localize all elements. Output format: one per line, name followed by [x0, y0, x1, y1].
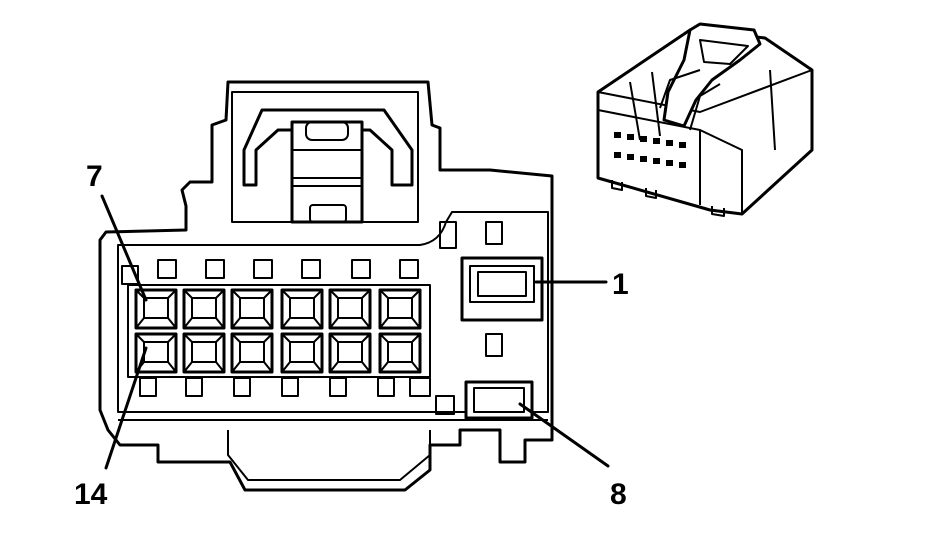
small-pin — [301, 259, 321, 279]
pin-cavity — [328, 332, 372, 374]
iso-pin-hole — [679, 142, 686, 148]
pin-cavity — [280, 332, 324, 374]
terminal-pin-1 — [460, 256, 544, 322]
iso-pin-hole — [614, 152, 621, 158]
iso-pin-hole — [640, 136, 647, 142]
latch-tab-top — [305, 121, 349, 141]
pin-cavity — [230, 332, 274, 374]
iso-front-face — [597, 109, 743, 214]
small-pin — [281, 377, 299, 397]
pin-cavity — [134, 288, 178, 330]
callout-7: 7 — [86, 160, 103, 193]
leader-7 — [100, 194, 148, 302]
leader-8 — [518, 402, 610, 468]
cavity-block — [127, 284, 431, 378]
connector-face-view — [98, 80, 554, 492]
pin-cavity — [182, 288, 226, 330]
iso-pin-hole — [614, 132, 621, 138]
small-pin — [157, 259, 177, 279]
small-pin — [139, 377, 157, 397]
iso-pin-hole — [627, 154, 634, 160]
callout-14: 14 — [74, 478, 108, 511]
latch-arm — [242, 108, 414, 187]
iso-feet — [611, 180, 725, 217]
corner-key — [439, 221, 457, 249]
iso-side-rib — [629, 69, 776, 151]
pin-cavity — [328, 288, 372, 330]
callout-leaders — [100, 194, 610, 470]
callout-8: 8 — [610, 478, 627, 511]
iso-pin-hole — [679, 162, 686, 168]
terminal-pin-8 — [464, 380, 534, 420]
pin-cavity — [378, 288, 422, 330]
pin-cavity-grid — [134, 288, 422, 374]
pin-cavity — [378, 332, 422, 374]
latch-tab — [290, 120, 364, 224]
small-pin — [329, 377, 347, 397]
small-pin — [485, 333, 503, 357]
iso-latch — [662, 22, 762, 128]
iso-latch-rib — [699, 39, 749, 65]
small-pin — [351, 259, 371, 279]
bottom-tab — [227, 430, 431, 481]
pin-cavity — [134, 332, 178, 374]
leader-14 — [104, 346, 148, 470]
inner-body — [117, 211, 549, 413]
connector-isometric-view — [596, 22, 814, 217]
small-pin — [485, 221, 503, 245]
iso-pin-hole — [653, 158, 660, 164]
callout-1: 1 — [612, 268, 629, 301]
iso-pin-hole — [640, 156, 647, 162]
corner-key — [409, 377, 431, 397]
pin-cavity — [182, 332, 226, 374]
iso-pin-hole — [666, 160, 673, 166]
small-pin — [205, 259, 225, 279]
iso-pin-hole — [653, 138, 660, 144]
small-pin — [253, 259, 273, 279]
top-small-pins — [157, 259, 419, 279]
small-pin — [185, 377, 203, 397]
latch-slot — [309, 204, 347, 223]
small-pin — [399, 259, 419, 279]
pin-cavity — [230, 288, 274, 330]
corner-key — [435, 395, 455, 415]
pin-cavity — [280, 288, 324, 330]
iso-pin-hole — [627, 134, 634, 140]
iso-pin-holes — [614, 132, 686, 168]
small-pin — [377, 377, 395, 397]
iso-pin-hole — [666, 140, 673, 146]
bottom-small-pins — [139, 377, 395, 397]
iso-latch-arm — [659, 69, 721, 131]
small-pin — [233, 377, 251, 397]
